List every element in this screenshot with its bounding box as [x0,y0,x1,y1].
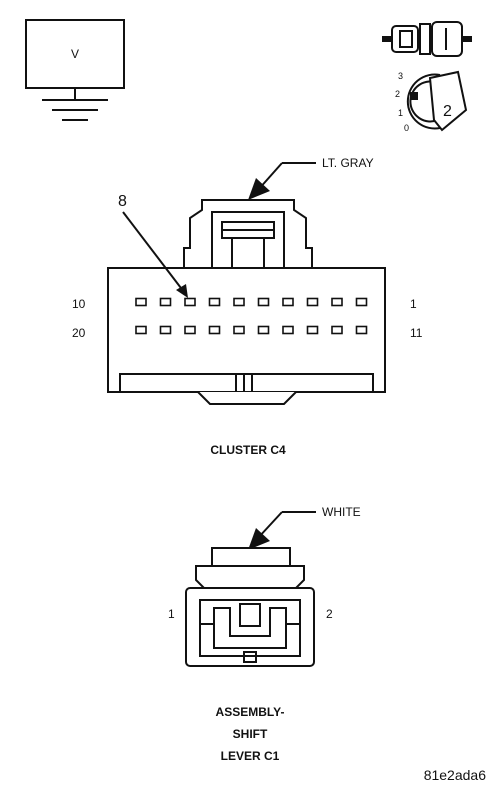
pin-cavity-9 [159,297,172,307]
meter-label: V [71,47,79,61]
cluster-pin-10-label: 10 [72,297,86,311]
key-position-1: 1 [398,108,403,118]
cluster-c4-connector: LT. GRAY 8 10 20 1 11 CLUSTER C4 [72,156,423,457]
pin-cavity-17 [208,325,221,335]
pin-cavity-20 [135,325,147,335]
key-position-2: 2 [395,89,400,99]
shift-lever-pin-2-label: 2 [326,607,333,621]
pin-cavity-12 [331,325,343,335]
cluster-pin-11-label: 11 [410,326,423,340]
shift-lever-pin-1-label: 1 [168,607,175,621]
shift-lever-title-line-3: LEVER C1 [221,749,280,763]
ignition-key-icon: 3 2 1 0 2 [395,70,468,133]
pin-cavity-7 [208,297,221,307]
pin-cavity-14 [282,325,294,335]
voltmeter-icon: V [25,19,125,121]
pin-cavity-5 [257,297,270,307]
cluster-title: CLUSTER C4 [210,443,286,457]
pin-cavity-10 [135,297,147,307]
pin-8-callout: 8 [118,193,127,210]
pin-cavity-grid [135,297,368,335]
key-number: 2 [443,103,452,120]
pin-cavity-15 [257,325,270,335]
shift-lever-title-line-2: SHIFT [233,727,268,741]
shift-lever-c1-connector: WHITE 1 2 ASSEMBLY- SHIFT LEVER C1 [168,505,361,763]
cluster-pin-20-label: 20 [72,326,86,340]
pin-cavity-13 [306,325,319,335]
pin-cavity-8 [184,297,196,307]
pin-cavity-16 [233,325,245,335]
pin-cavity-4 [282,297,294,307]
pin-cavity-11 [355,325,368,335]
pin-cavity-1 [355,297,368,307]
cluster-wire-color: LT. GRAY [322,156,374,170]
pin-cavity-6 [233,297,245,307]
connector-plug-icon [382,21,472,57]
cluster-pin-1-label: 1 [410,297,417,311]
figure-id: 81e2ada6 [424,767,487,783]
key-position-3: 3 [398,71,403,81]
pin-cavity-18 [184,325,196,335]
pin-cavity-2 [331,297,343,307]
pin-cavity-19 [159,325,172,335]
key-position-0: 0 [404,123,409,133]
shift-lever-title-line-1: ASSEMBLY- [216,705,285,719]
pin-cavity-3 [306,297,319,307]
shift-lever-wire-color: WHITE [322,505,361,519]
